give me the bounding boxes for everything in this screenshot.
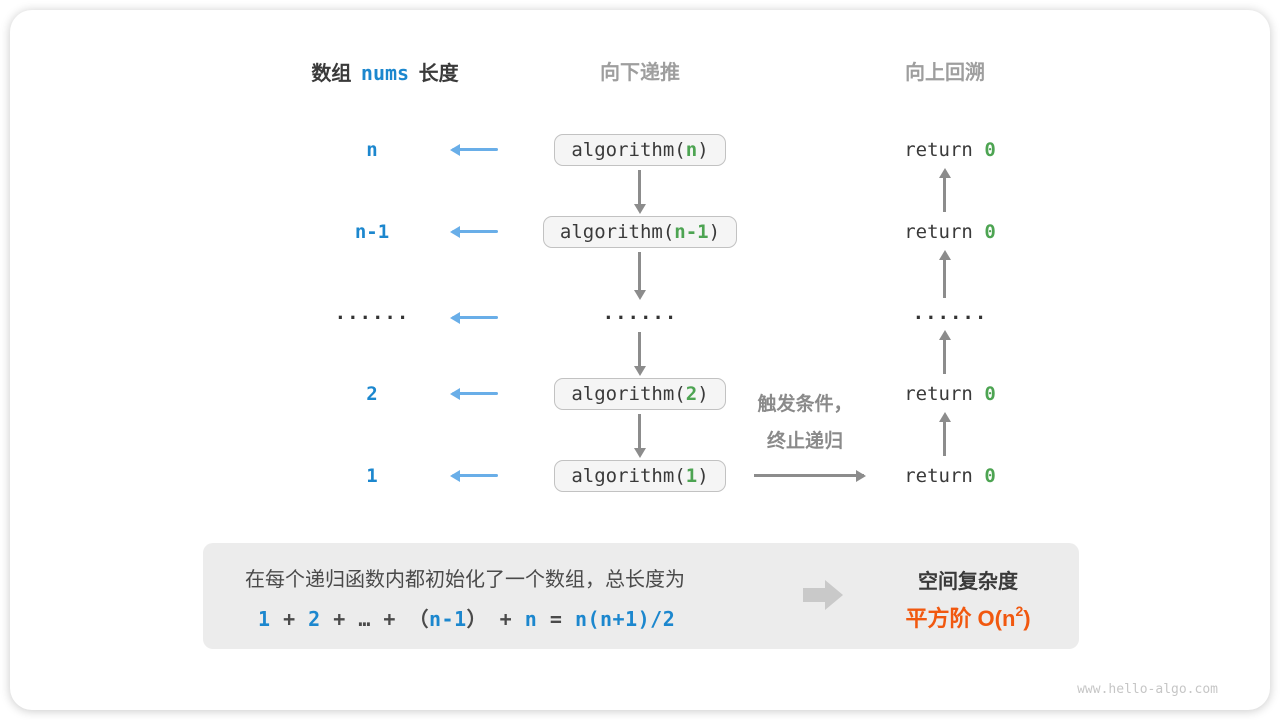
header-nums-code: nums xyxy=(360,61,410,85)
termination-note-line2: 终止递归 xyxy=(766,431,843,452)
call-text: ) xyxy=(708,221,721,243)
return-text: return xyxy=(904,139,985,161)
call-arg: 1 xyxy=(685,465,698,487)
algorithm-call-row: algorithm(n-1) xyxy=(460,213,820,251)
watermark: www.hello-algo.com xyxy=(1077,682,1218,697)
return-value: 0 xyxy=(984,221,996,243)
formula-token: + xyxy=(320,607,359,631)
length-label-n: n xyxy=(366,139,378,161)
formula-token: + xyxy=(370,607,409,631)
return-value: 0 xyxy=(984,465,996,487)
right-ellipsis: ······ xyxy=(912,307,988,329)
formula-token: n(n+1)/2 xyxy=(574,607,676,631)
return-value: 0 xyxy=(984,383,996,405)
call-text: algorithm( xyxy=(571,465,686,487)
length-ellipsis: ······ xyxy=(334,307,410,329)
return-statement: return 0 xyxy=(855,382,1045,406)
formula-token: n-1 xyxy=(429,607,467,631)
right-arrow-icon xyxy=(754,474,864,477)
return-text: return xyxy=(904,383,985,405)
algorithm-n-box: algorithm(n) xyxy=(554,134,726,166)
complexity-pre: 平方阶 O(n xyxy=(905,606,1016,631)
return-statement: return 0 xyxy=(855,220,1045,244)
return-text: return xyxy=(904,465,985,487)
length-label-1: 1 xyxy=(366,465,378,487)
formula-token: 1 xyxy=(258,607,271,631)
summary-text: 在每个递归函数内都初始化了一个数组，总长度为 xyxy=(245,569,685,591)
complexity-exponent: 2 xyxy=(1015,602,1024,619)
formula-token: n xyxy=(524,607,538,631)
formula-token: ） xyxy=(466,607,488,631)
call-arg: n-1 xyxy=(674,221,709,243)
complexity-title: 空间复杂度 xyxy=(918,571,1018,593)
call-text: ) xyxy=(697,139,709,161)
return-value: 0 xyxy=(984,139,996,161)
down-arrow-icon xyxy=(638,414,641,450)
left-arrow-icon xyxy=(452,230,498,233)
up-arrow-icon xyxy=(943,176,946,212)
up-arrow-icon xyxy=(943,338,946,374)
call-arg: n xyxy=(685,139,698,161)
algorithm-2-box: algorithm(2) xyxy=(554,378,726,410)
algorithm-call-row: algorithm(2) xyxy=(460,375,820,413)
middle-ellipsis: ······ xyxy=(602,307,678,329)
termination-note-line1: 触发条件， xyxy=(757,394,853,415)
algorithm-1-box: algorithm(1) xyxy=(554,460,726,492)
down-arrow-icon xyxy=(638,332,641,368)
left-arrow-icon xyxy=(452,474,498,477)
formula-token: = xyxy=(537,607,575,631)
down-arrow-icon xyxy=(638,170,641,206)
sum-formula: 1 + 2 + … + （n-1） + n = n(n+1)/2 xyxy=(258,603,675,632)
length-label-2: 2 xyxy=(366,383,378,405)
formula-token: 2 xyxy=(308,607,321,631)
return-statement: return 0 xyxy=(855,464,1045,488)
call-text: ) xyxy=(697,465,709,487)
call-text: algorithm( xyxy=(571,383,686,405)
formula-token: + xyxy=(487,607,525,631)
complexity-post: ) xyxy=(1023,606,1031,631)
diagram-card: 数组 nums 长度 向下递推 向上回溯 n algorithm(n) retu… xyxy=(10,10,1270,710)
formula-token: （ xyxy=(408,607,430,631)
header-array-label: 数组 xyxy=(311,63,352,85)
algorithm-n-1-box: algorithm(n-1) xyxy=(542,216,738,248)
header-length-label: 长度 xyxy=(418,63,459,85)
column-header-recurse-down: 向下递推 xyxy=(600,62,680,84)
call-text: algorithm( xyxy=(559,221,675,243)
length-label-n-1: n-1 xyxy=(354,221,390,243)
block-arrow-icon xyxy=(803,580,843,610)
complexity-value: 平方阶 O(n2) xyxy=(858,601,1078,633)
summary-panel: 在每个递归函数内都初始化了一个数组，总长度为 1 + 2 + … + （n-1）… xyxy=(203,543,1079,649)
call-text: algorithm( xyxy=(571,139,686,161)
termination-note: 触发条件， 终止递归 xyxy=(725,386,885,460)
return-statement: return 0 xyxy=(855,138,1045,162)
column-header-array-length: 数组 nums 长度 xyxy=(265,60,505,87)
call-arg: 2 xyxy=(685,383,698,405)
formula-token: + xyxy=(270,607,309,631)
column-header-backtrack-up: 向上回溯 xyxy=(905,62,985,84)
return-text: return xyxy=(904,221,985,243)
algorithm-call-row: algorithm(1) xyxy=(460,457,820,495)
down-arrow-icon xyxy=(638,252,641,292)
call-text: ) xyxy=(697,383,709,405)
left-arrow-icon xyxy=(452,316,498,319)
left-arrow-icon xyxy=(452,148,498,151)
up-arrow-icon xyxy=(943,420,946,456)
up-arrow-icon xyxy=(943,258,946,298)
left-arrow-icon xyxy=(452,392,498,395)
algorithm-call-row: algorithm(n) xyxy=(460,131,820,169)
formula-token: … xyxy=(358,607,371,631)
